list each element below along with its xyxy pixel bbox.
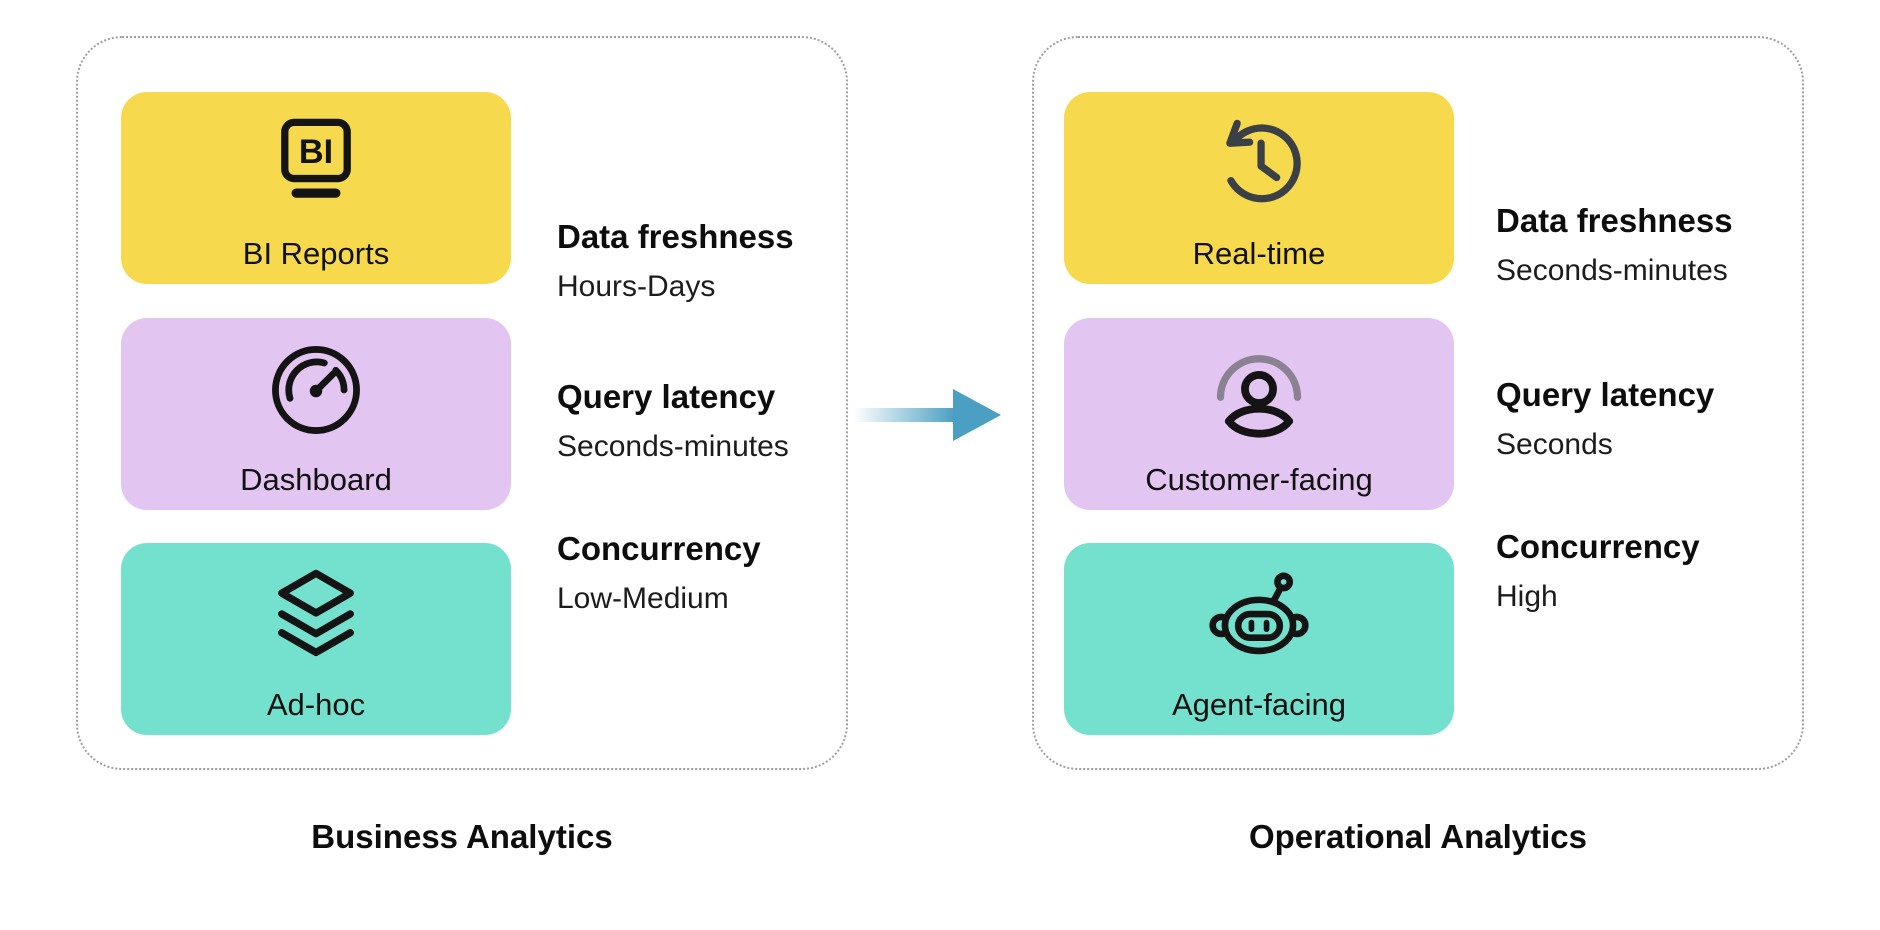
metric-concurrency: Concurrency Low-Medium [557,530,887,616]
metric-name: Data freshness [1496,202,1733,239]
metric-name: Concurrency [557,530,761,567]
card-label: Dashboard [240,462,392,497]
robot-icon [1207,563,1311,667]
metric-data-freshness: Data freshness Seconds-minutes [1496,202,1826,288]
history-clock-icon [1207,112,1311,216]
customer-icon [1207,338,1311,442]
metric-name: Data freshness [557,218,794,255]
card-label: BI Reports [242,236,390,271]
metric-data-freshness: Data freshness Hours-Days [557,218,887,304]
metric-value: High [1496,579,1558,613]
operational-analytics-panel: Real-time Customer-facing [1032,36,1804,770]
card-real-time: Real-time [1064,92,1454,284]
bi-monitor-icon: BI [264,112,368,216]
layers-icon [264,563,368,667]
metric-value: Seconds [1496,427,1613,461]
card-dashboard: Dashboard [121,318,511,510]
metric-query-latency: Query latency Seconds-minutes [557,378,887,464]
card-bi-reports: BI BI Reports [121,92,511,284]
card-label: Customer-facing [1145,462,1373,497]
metric-name: Concurrency [1496,528,1700,565]
business-analytics-panel: BI BI Reports Dashboard [76,36,848,770]
gauge-icon [264,338,368,442]
business-analytics-title: Business Analytics [311,818,613,855]
card-customer-facing: Customer-facing [1064,318,1454,510]
bi-icon-text: BI [299,133,333,171]
card-label: Real-time [1192,236,1326,271]
metric-value: Seconds-minutes [557,429,789,463]
card-label: Agent-facing [1171,687,1347,722]
metric-value: Low-Medium [557,581,729,615]
metric-name: Query latency [557,378,776,415]
metric-value: Hours-Days [557,269,716,303]
metric-query-latency: Query latency Seconds [1496,376,1826,462]
card-agent-facing: Agent-facing [1064,543,1454,735]
operational-analytics-title: Operational Analytics [1248,818,1588,855]
card-label: Ad-hoc [266,687,366,722]
card-ad-hoc: Ad-hoc [121,543,511,735]
metric-concurrency: Concurrency High [1496,528,1826,614]
flow-arrow [854,389,1001,441]
metric-name: Query latency [1496,376,1715,413]
metric-value: Seconds-minutes [1496,253,1728,287]
